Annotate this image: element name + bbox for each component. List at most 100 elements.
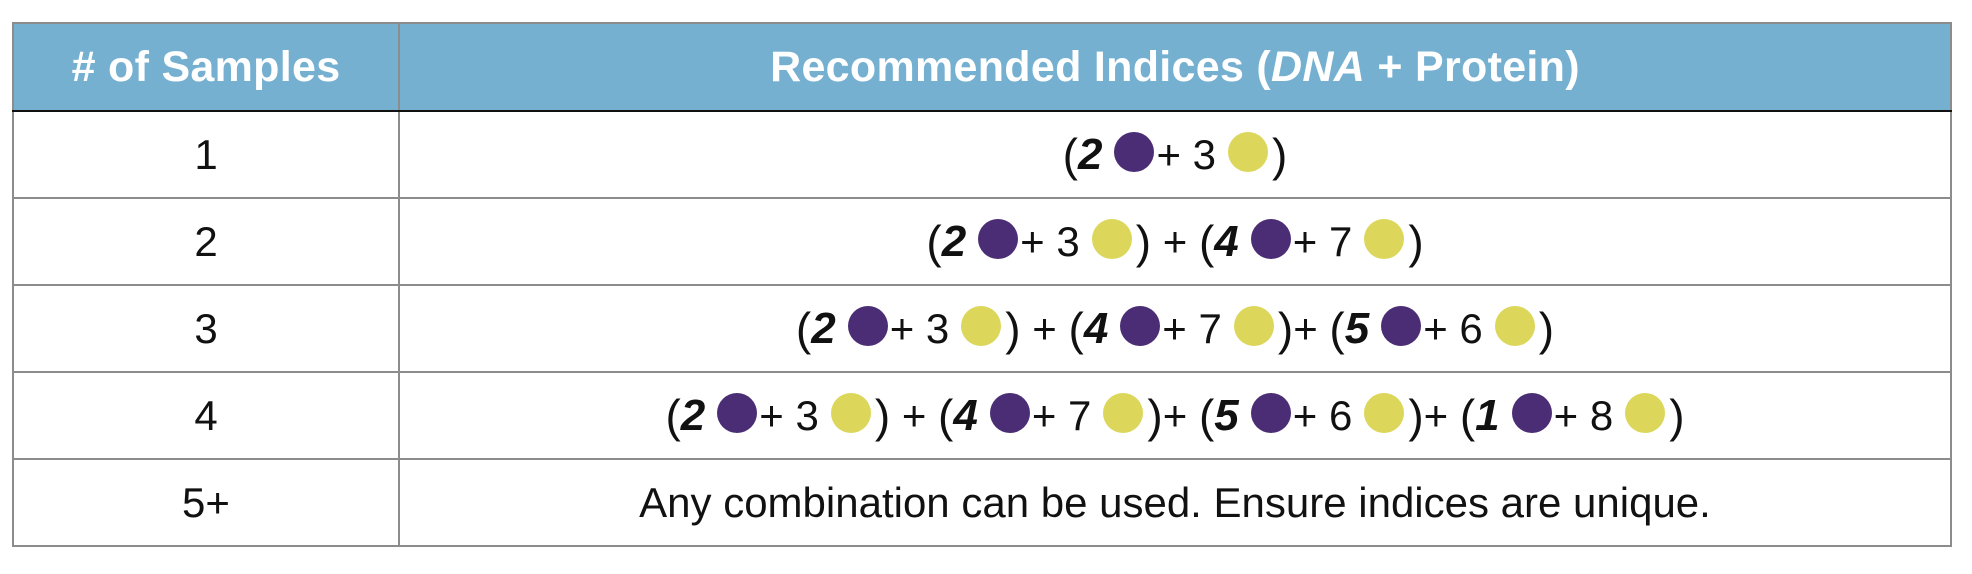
header-indices-prefix: Recommended Indices ( [770, 42, 1272, 91]
plus-sign: + [1156, 130, 1193, 178]
protein-index: 7 [1198, 304, 1222, 352]
samples-cell: 5+ [12, 458, 400, 547]
purple-circle-icon [978, 218, 1019, 259]
group-separator: + [1162, 391, 1199, 439]
close-paren: ) [1538, 302, 1555, 355]
protein-index: 3 [925, 304, 950, 352]
yellow-circle-icon [1103, 392, 1144, 433]
table-row: 2 (2 + 3) + (4 + 7) [12, 197, 1952, 286]
open-paren: ( [1068, 302, 1084, 355]
plus-sign: + [1162, 304, 1199, 352]
protein-index: 6 [1328, 391, 1353, 439]
header-samples: # of Samples [12, 22, 400, 112]
yellow-circle-icon [1233, 305, 1274, 346]
protein-index: 3 [795, 391, 819, 439]
index-formula: (2 + 3) + (4 + 7) [926, 215, 1423, 269]
dna-index: 2 [1077, 129, 1103, 179]
dna-index: 5 [1344, 303, 1370, 353]
group-separator: + [1151, 217, 1199, 265]
close-paren: ) [1669, 389, 1685, 442]
close-paren: ) [1135, 215, 1152, 268]
purple-circle-icon [1120, 305, 1161, 346]
indices-cell: (2 + 3) + (4 + 7) [398, 197, 1952, 286]
protein-index: 7 [1068, 391, 1092, 439]
open-paren: ( [1329, 302, 1345, 355]
plus-sign: + [1423, 304, 1460, 352]
index-formula: (2+ 3) + (4+ 7)+ (5+ 6) [796, 302, 1554, 356]
group-separator: + [1020, 304, 1069, 352]
close-paren: ) [1272, 128, 1288, 181]
purple-circle-icon [847, 305, 888, 346]
table-row: 1 (2+ 3) [12, 110, 1952, 199]
index-formula: (2+ 3) + (4+ 7)+ (5+ 6)+ (1+ 8) [665, 389, 1684, 443]
indices-cell-note: Any combination can be used. Ensure indi… [398, 458, 1952, 547]
protein-index: 7 [1328, 217, 1353, 265]
header-indices: Recommended Indices (DNA + Protein) [398, 22, 1952, 112]
samples-cell: 3 [12, 284, 400, 373]
plus-sign: + [1031, 391, 1069, 439]
table-row: 4 (2+ 3) + (4+ 7)+ (5+ 6)+ (1+ 8) [12, 371, 1952, 460]
yellow-circle-icon [1625, 392, 1666, 433]
yellow-circle-icon [1364, 392, 1405, 433]
header-indices-suffix: + Protein) [1365, 42, 1580, 91]
group-separator: + [890, 391, 939, 439]
group-separator: + [1293, 304, 1330, 352]
recommended-indices-table: # of Samples Recommended Indices (DNA + … [12, 22, 1952, 547]
dna-index: 4 [1214, 216, 1239, 266]
close-paren: ) [1005, 302, 1021, 355]
group-separator: + [1423, 391, 1460, 439]
yellow-circle-icon [1494, 305, 1535, 346]
open-paren: ( [1198, 215, 1215, 268]
samples-cell: 4 [12, 371, 400, 460]
header-samples-label: # of Samples [71, 42, 341, 91]
index-formula: (2+ 3) [1063, 128, 1288, 182]
yellow-circle-icon [1091, 218, 1132, 259]
dna-index: 2 [941, 216, 967, 266]
indices-cell: (2+ 3) + (4+ 7)+ (5+ 6)+ (1+ 8) [398, 371, 1952, 460]
purple-circle-icon [1250, 218, 1291, 259]
dna-index: 2 [811, 303, 836, 353]
close-paren: ) [874, 389, 891, 442]
protein-index: 6 [1459, 304, 1483, 352]
dna-index: 4 [1083, 303, 1109, 353]
plus-sign: + [1020, 217, 1057, 265]
purple-circle-icon [1114, 131, 1155, 172]
close-paren: ) [1277, 302, 1294, 355]
purple-circle-icon [1381, 305, 1422, 346]
close-paren: ) [1408, 389, 1424, 442]
header-indices-dna: DNA [1271, 42, 1366, 91]
yellow-circle-icon [1364, 218, 1405, 259]
dna-index: 4 [953, 390, 978, 440]
purple-circle-icon [1511, 392, 1552, 433]
samples-cell: 1 [12, 110, 400, 199]
open-paren: ( [926, 215, 942, 268]
plus-sign: + [759, 391, 796, 439]
purple-circle-icon [717, 392, 758, 433]
table-row: 3 (2+ 3) + (4+ 7)+ (5+ 6) [12, 284, 1952, 373]
table-row: 5+ Any combination can be used. Ensure i… [12, 458, 1952, 547]
indices-cell: (2+ 3) + (4+ 7)+ (5+ 6) [398, 284, 1952, 373]
dna-index: 2 [680, 390, 706, 440]
indices-cell: (2+ 3) [398, 110, 1952, 199]
open-paren: ( [665, 389, 681, 442]
plus-sign: + [889, 304, 926, 352]
header-row: # of Samples Recommended Indices (DNA + … [12, 22, 1952, 112]
open-paren: ( [1459, 389, 1476, 442]
open-paren: ( [1198, 389, 1215, 442]
dna-index: 1 [1475, 390, 1500, 440]
yellow-circle-icon [961, 305, 1002, 346]
purple-circle-icon [1250, 392, 1291, 433]
close-paren: ) [1408, 215, 1424, 268]
dna-index: 5 [1214, 390, 1239, 440]
yellow-circle-icon [1228, 131, 1269, 172]
close-paren: ) [1147, 389, 1163, 442]
protein-index: 8 [1589, 391, 1614, 439]
samples-cell: 2 [12, 197, 400, 286]
open-paren: ( [1062, 128, 1078, 181]
plus-sign: + [1292, 217, 1329, 265]
plus-sign: + [1292, 391, 1329, 439]
open-paren: ( [938, 389, 954, 442]
yellow-circle-icon [830, 392, 871, 433]
protein-index: 3 [1056, 217, 1080, 265]
plus-sign: + [1553, 391, 1590, 439]
